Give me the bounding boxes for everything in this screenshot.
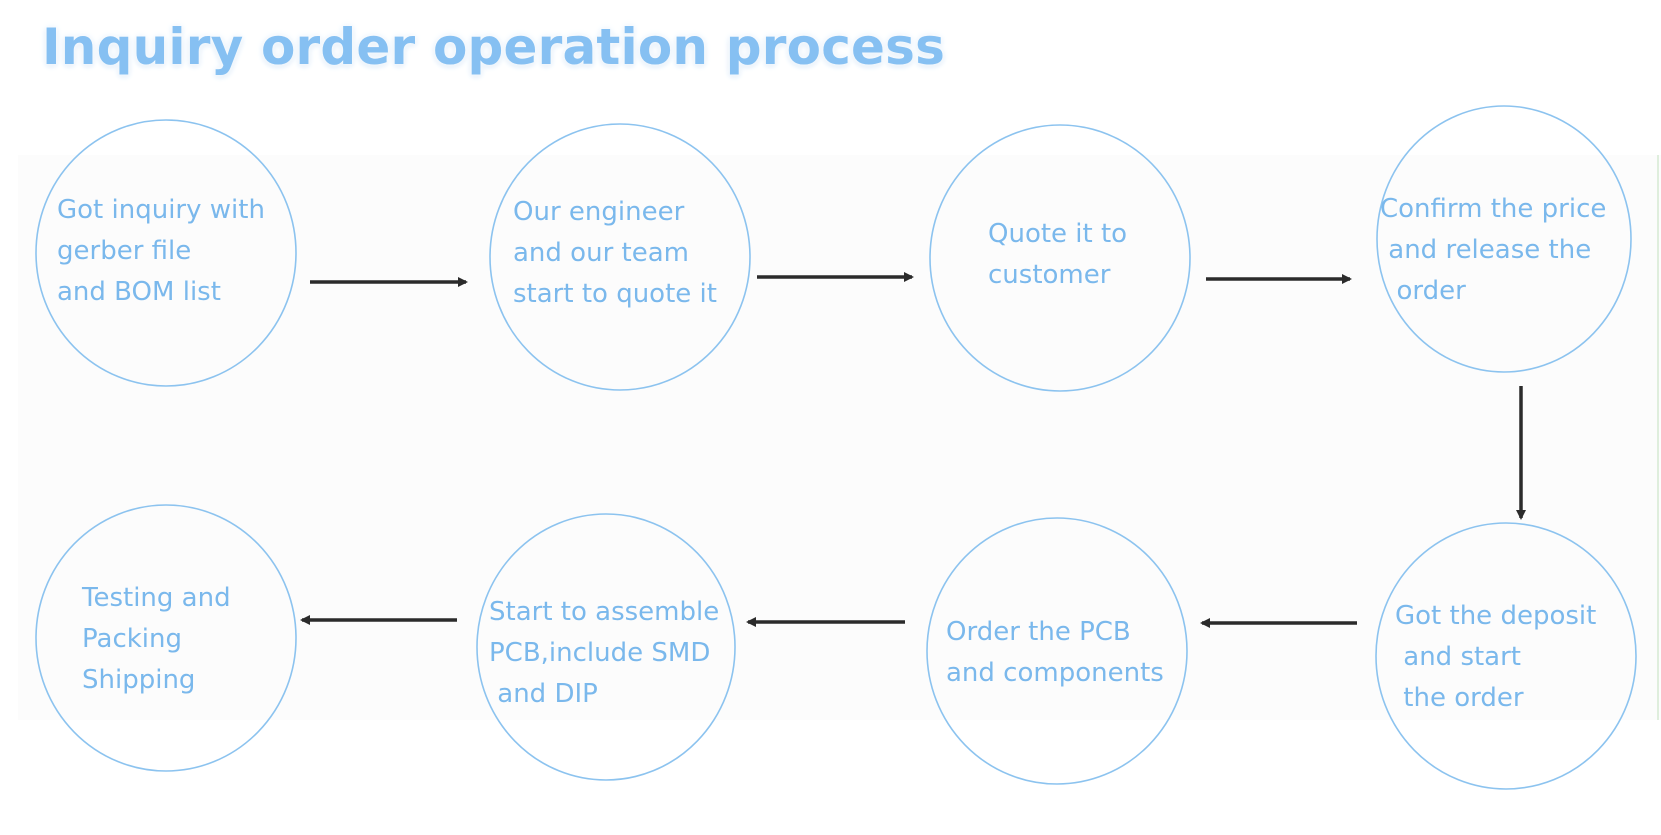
step-circle-3 (929, 124, 1191, 392)
step-circle-2 (489, 123, 751, 391)
step-label-2: Our engineer and our team start to quote i… (513, 192, 717, 315)
page-title: Inquiry order operation process (42, 18, 946, 76)
step-label-line: gerber file (57, 236, 192, 266)
step-label-line: Start to assemble (489, 597, 720, 627)
step-label-1: Got inquiry with gerber file and BOM list (57, 190, 265, 313)
step-circle-8 (35, 504, 297, 772)
step-circle-7 (476, 513, 736, 781)
step-label-line: and release the (1380, 235, 1592, 265)
step-label-line: Quote it to (988, 219, 1128, 249)
step-label-line: Packing (82, 624, 183, 654)
step-label-line: the order (1395, 683, 1524, 713)
panel-right-edge (1657, 155, 1659, 720)
step-label-6: Order the PCB and components (946, 612, 1164, 694)
step-label-line: Confirm the price (1380, 194, 1607, 224)
diagram-background-panel (18, 155, 1661, 720)
step-label-line: and our team (513, 238, 689, 268)
step-label-line: Our engineer (513, 197, 685, 227)
step-label-line: customer (988, 260, 1111, 290)
step-circle-6 (926, 517, 1188, 785)
step-label-line: start to quote it (513, 279, 717, 309)
step-label-line: Got inquiry with (57, 195, 265, 225)
step-label-line: Shipping (82, 665, 196, 695)
step-label-line: Testing and (82, 583, 231, 613)
step-circle-1 (35, 119, 297, 387)
step-circle-4 (1376, 105, 1632, 373)
step-label-line: PCB,include SMD (489, 638, 711, 668)
step-label-line: and DIP (489, 679, 598, 709)
step-label-line: order (1380, 276, 1466, 306)
step-label-line: and BOM list (57, 277, 221, 307)
step-label-5: Got the deposit and start the order (1395, 596, 1596, 719)
step-circle-5 (1375, 522, 1637, 790)
step-label-line: and components (946, 658, 1164, 688)
step-label-3: Quote it to customer (988, 214, 1127, 296)
step-label-line: Order the PCB (946, 617, 1131, 647)
step-label-line: Got the deposit (1395, 601, 1597, 631)
step-label-line: and start (1395, 642, 1522, 672)
step-label-4: Confirm the price and release the order (1380, 189, 1606, 312)
